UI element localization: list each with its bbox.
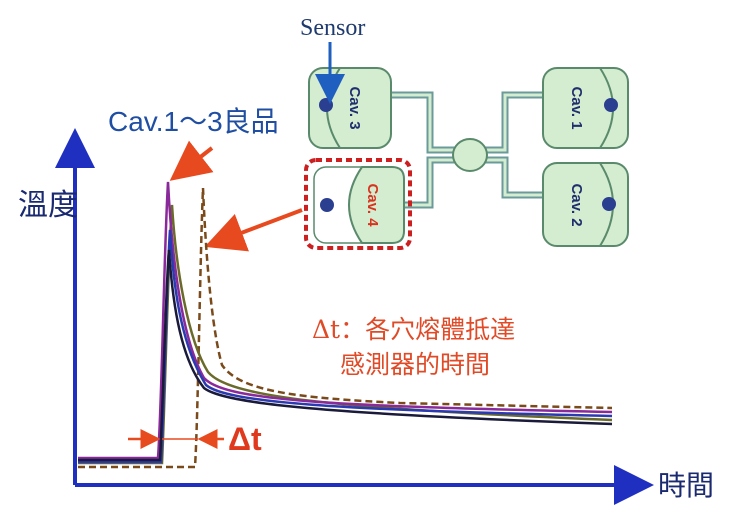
curve-purple (78, 181, 613, 460)
cav4-label: Cav. 4 (364, 183, 381, 227)
delta-t-note-line1: Δt：各穴熔體抵達 (312, 315, 516, 344)
curve-blue (78, 229, 613, 464)
good-parts-label: Cav.1～3良品 (108, 106, 279, 137)
cav4-highlight-box (304, 158, 412, 250)
cav3-label: Cav. 3 (346, 86, 363, 129)
sensor-dot-cav3 (319, 98, 333, 112)
sensor-label: Sensor (300, 15, 366, 41)
delta-t-note-line2: 感測器的時間 (340, 350, 491, 379)
sensor-dot-cav1 (604, 98, 618, 112)
sensor-dot-cav4 (320, 198, 334, 212)
cavity-2 (542, 162, 629, 247)
x-axis-label: 時間 (658, 469, 715, 502)
arrow-to-good-peak (169, 140, 214, 181)
y-axis-label: 溫度 (18, 188, 78, 223)
runner-system-inner (388, 93, 545, 207)
cav2-label: Cav. 2 (568, 183, 585, 226)
cavity-1 (542, 67, 629, 149)
sensor-dot-cav2 (602, 197, 616, 211)
delta-t-symbol: Δt (228, 421, 262, 457)
arrow-to-cav4-peak (204, 208, 303, 252)
curve-dark (78, 249, 613, 462)
cav1-label: Cav. 1 (568, 86, 585, 129)
cavity-4 (304, 158, 412, 250)
sprue-hub (452, 138, 488, 172)
